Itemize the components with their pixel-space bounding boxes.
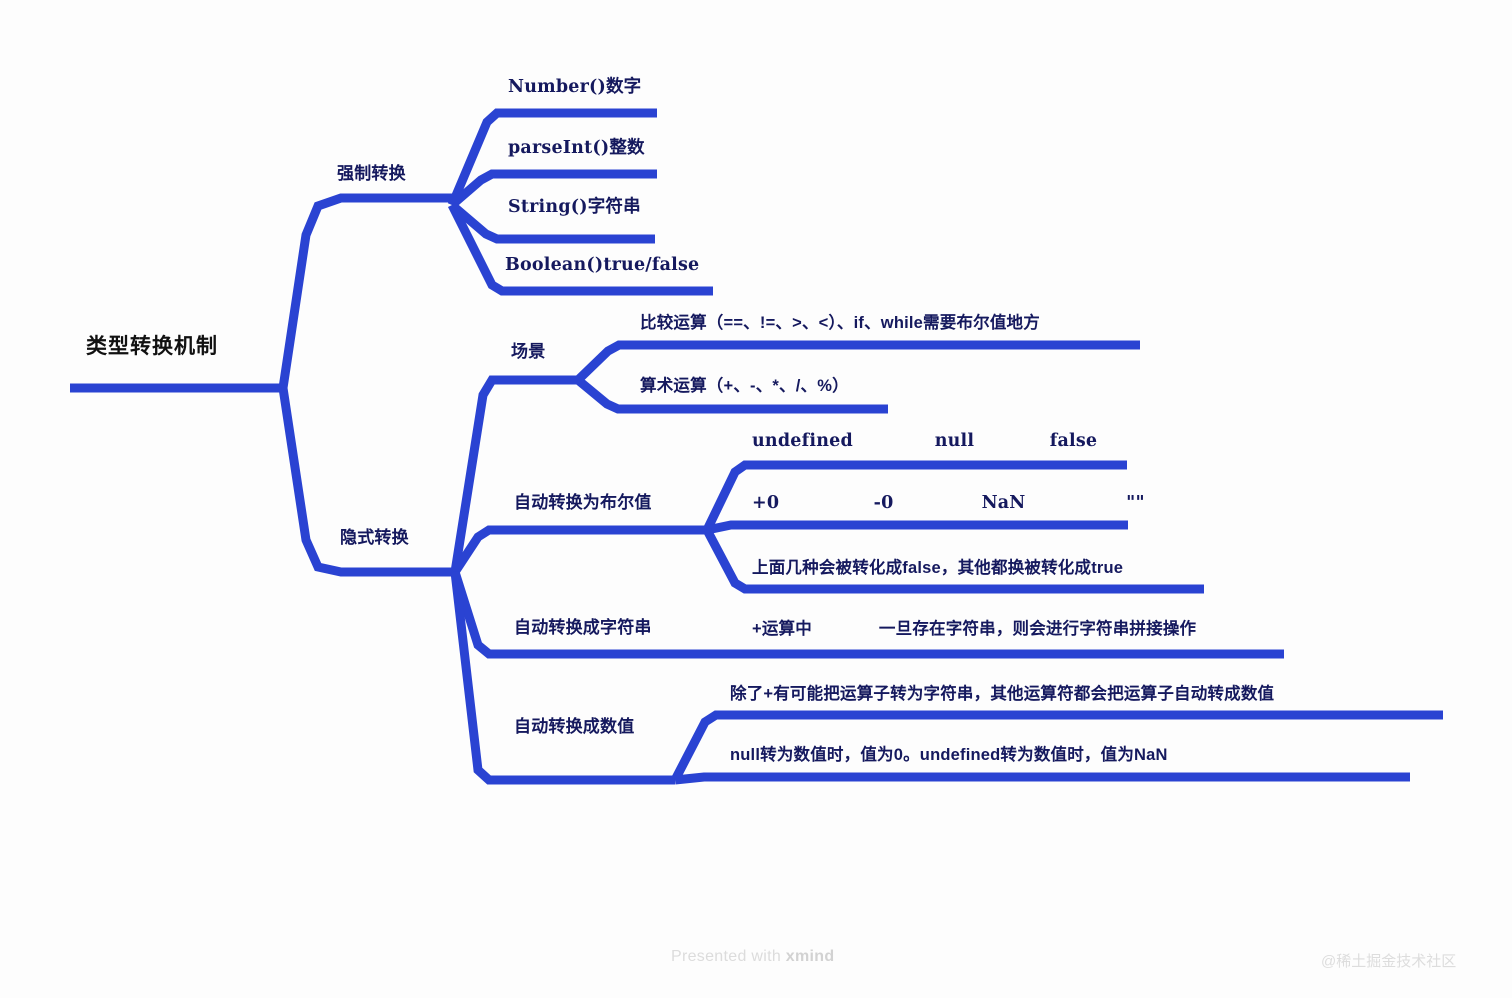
subnode-label-to-boolean[interactable]: 自动转换为布尔值 [514, 493, 652, 512]
edge-explicit-to-boolean [447, 202, 713, 296]
juejin-watermark: @稀土掘金技术社区 [1321, 953, 1457, 970]
xmind-watermark: Presented with xmind [671, 948, 834, 966]
leaf-number-rule-2[interactable]: null转为数值时，值为0。undefined转为数值时，值为NaN [730, 746, 1168, 764]
leaf-number-rule-1[interactable]: 除了+有可能把运算子转为字符串，其他运算符都会把运算子自动转成数值 [730, 685, 1275, 703]
leaf-scene-arithmetic[interactable]: 算术运算（+、-、*、/、%） [640, 377, 849, 395]
subnode-label-to-number[interactable]: 自动转换成数值 [514, 717, 635, 736]
leaf-number[interactable]: Number()数字 [508, 77, 642, 97]
leaf-string[interactable]: String()字符串 [508, 197, 641, 217]
branch-label-explicit[interactable]: 强制转换 [337, 164, 406, 183]
xmind-watermark-prefix: Presented with [671, 948, 786, 965]
edge-root-to-explicit [278, 193, 452, 389]
leaf-falsy-row-2[interactable]: +0 -0 NaN "" [752, 493, 1145, 513]
root-node-label[interactable]: 类型转换机制 [86, 335, 218, 358]
xmind-watermark-brand: xmind [785, 948, 835, 965]
leaf-scene-compare[interactable]: 比较运算（==、!=、>、<）、if、while需要布尔值地方 [640, 314, 1040, 332]
leaf-parseint[interactable]: parseInt()整数 [508, 138, 645, 158]
edge-explicit-to-number [447, 108, 657, 207]
subnode-label-scene[interactable]: 场景 [511, 342, 546, 361]
edge-boolconv-to-row2 [706, 520, 1128, 535]
leaf-falsy-row-1[interactable]: undefined null false [752, 431, 1098, 451]
edge-numconv-to-rule2 [674, 772, 1410, 785]
edge-implicit-to-strconv [450, 570, 1284, 659]
leaf-string-rule[interactable]: +运算中 一旦存在字符串，则会进行字符串拼接操作 [752, 620, 1197, 638]
edge-scene-to-compare [574, 340, 1140, 384]
leaf-boolean[interactable]: Boolean()true/false [505, 255, 700, 275]
edge-implicit-to-numconv [450, 571, 675, 785]
leaf-boolean-note[interactable]: 上面几种会被转化成false，其他都换被转化成true [752, 559, 1124, 577]
edge-implicit-to-boolconv [451, 525, 707, 575]
subnode-label-to-string[interactable]: 自动转换成字符串 [514, 618, 652, 637]
branch-label-implicit[interactable]: 隐式转换 [340, 528, 409, 547]
edge-implicit-to-scene [450, 375, 578, 573]
